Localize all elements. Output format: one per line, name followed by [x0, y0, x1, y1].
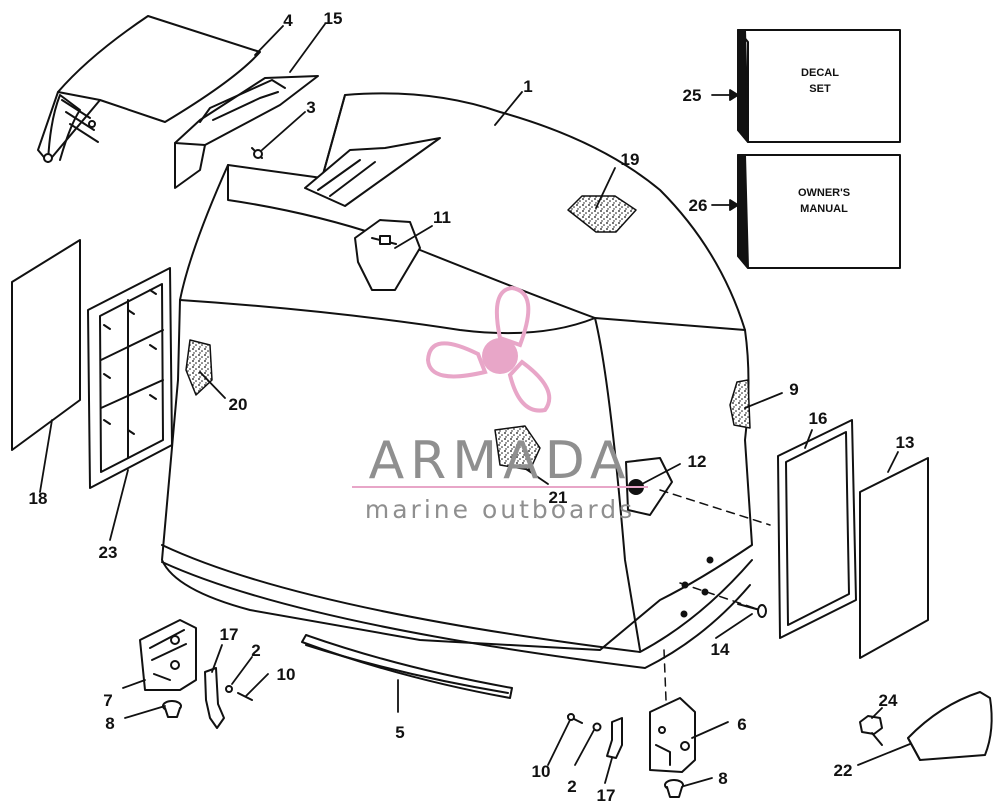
callout-18: 18 — [29, 489, 48, 508]
screw-3 — [251, 147, 263, 159]
callout-10-left: 10 — [277, 665, 296, 684]
callout-8-left: 8 — [105, 714, 114, 733]
end-cap-22 — [907, 691, 993, 761]
callout-9: 9 — [789, 380, 798, 399]
foam-pad-9 — [729, 379, 751, 429]
callout-13: 13 — [896, 433, 915, 452]
washer-2-left — [225, 685, 233, 693]
manual-box-line1: OWNER'S — [798, 187, 850, 199]
callout-17-right: 17 — [597, 786, 616, 805]
callout-12: 12 — [688, 452, 707, 471]
bumper-8-right — [664, 779, 684, 798]
callout-24: 24 — [879, 691, 898, 710]
callout-4: 4 — [283, 11, 293, 30]
screw-10-left — [237, 692, 253, 701]
insulation-frame-23 — [87, 267, 173, 489]
foam-pad-19 — [567, 195, 637, 233]
callout-labels: 1 4 15 3 11 19 25 26 20 9 12 21 16 13 18… — [29, 9, 915, 805]
box-arrows — [711, 89, 739, 211]
callout-2-left: 2 — [251, 641, 260, 660]
side-panel-13 — [859, 457, 929, 659]
bolt-14 — [737, 603, 767, 618]
leader-lines — [39, 23, 911, 787]
manual-box-line2: MANUAL — [800, 203, 848, 215]
callout-3: 3 — [306, 98, 315, 117]
foam-pad-21 — [494, 425, 541, 471]
strap-17-left — [204, 667, 225, 729]
hood-cover — [37, 15, 261, 163]
propeller-logo-icon — [425, 285, 552, 413]
watermark-title: ARMADA — [369, 431, 632, 491]
washer-2-right — [592, 722, 602, 732]
callout-22: 22 — [834, 761, 853, 780]
callout-20: 20 — [229, 395, 248, 414]
callout-17-left: 17 — [220, 625, 239, 644]
callout-1: 1 — [523, 77, 532, 96]
latch-bracket-7 — [139, 619, 197, 691]
callout-14: 14 — [711, 640, 730, 659]
decal-set-box — [737, 29, 901, 143]
main-cowl — [161, 92, 753, 669]
callout-23: 23 — [99, 543, 118, 562]
decal-box-line1: DECAL — [801, 67, 839, 79]
callout-19: 19 — [621, 150, 640, 169]
strap-17-right — [606, 717, 623, 759]
armada-watermark: ARMADA marine outboards — [352, 285, 648, 524]
decal-box-line2: SET — [809, 83, 831, 95]
vent-duct — [174, 75, 319, 189]
framed-panel-16 — [777, 419, 857, 639]
bumper-8-left — [162, 700, 182, 718]
latch-plate-11 — [354, 219, 421, 291]
latch-bracket-6 — [649, 697, 696, 773]
callout-8-right: 8 — [718, 769, 727, 788]
callout-5: 5 — [395, 723, 404, 742]
callout-16: 16 — [809, 409, 828, 428]
watermark-subtitle: marine outboards — [365, 495, 635, 524]
foam-pad-20 — [185, 339, 213, 396]
callout-25: 25 — [683, 86, 702, 105]
nut-24 — [859, 715, 883, 746]
callout-11: 11 — [433, 208, 451, 227]
side-panel-18 — [11, 239, 81, 451]
callout-26: 26 — [689, 196, 708, 215]
callout-2-right: 2 — [567, 777, 576, 796]
seal-strip-5 — [301, 634, 513, 699]
callout-7: 7 — [103, 691, 112, 710]
callout-21: 21 — [549, 488, 568, 507]
callout-10-right: 10 — [532, 762, 551, 781]
callout-6: 6 — [737, 715, 746, 734]
callout-15: 15 — [324, 9, 343, 28]
owners-manual-box — [737, 154, 901, 269]
